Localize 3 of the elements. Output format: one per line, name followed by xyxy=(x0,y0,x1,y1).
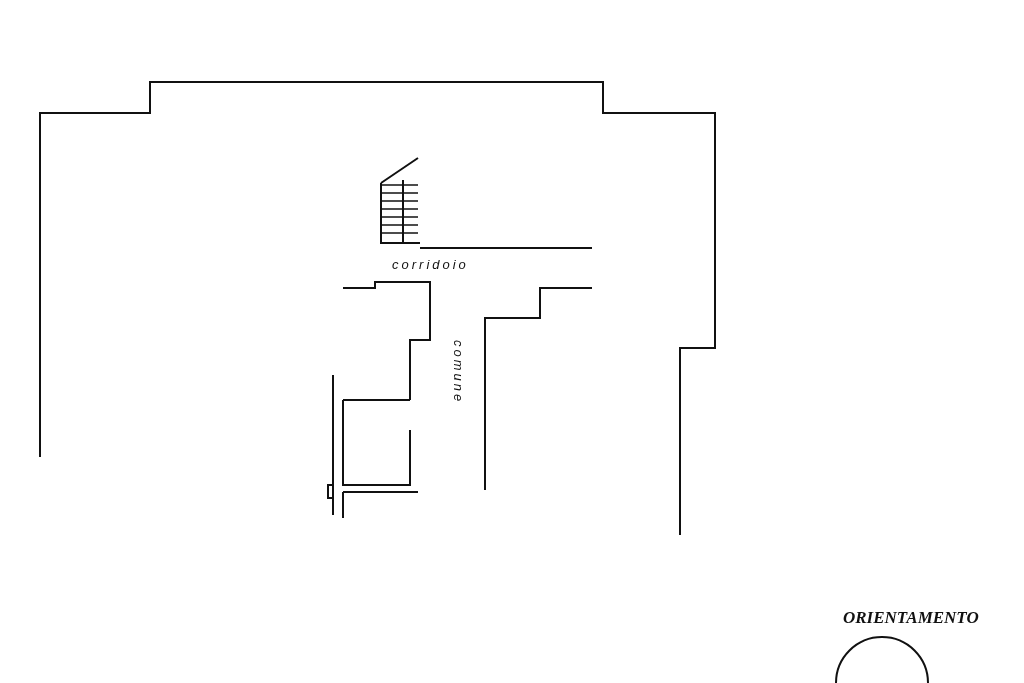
orientation-heading: ORIENTAMENTO xyxy=(843,608,979,628)
room-label: comune xyxy=(451,340,466,405)
room-label: corridoio xyxy=(392,257,469,272)
